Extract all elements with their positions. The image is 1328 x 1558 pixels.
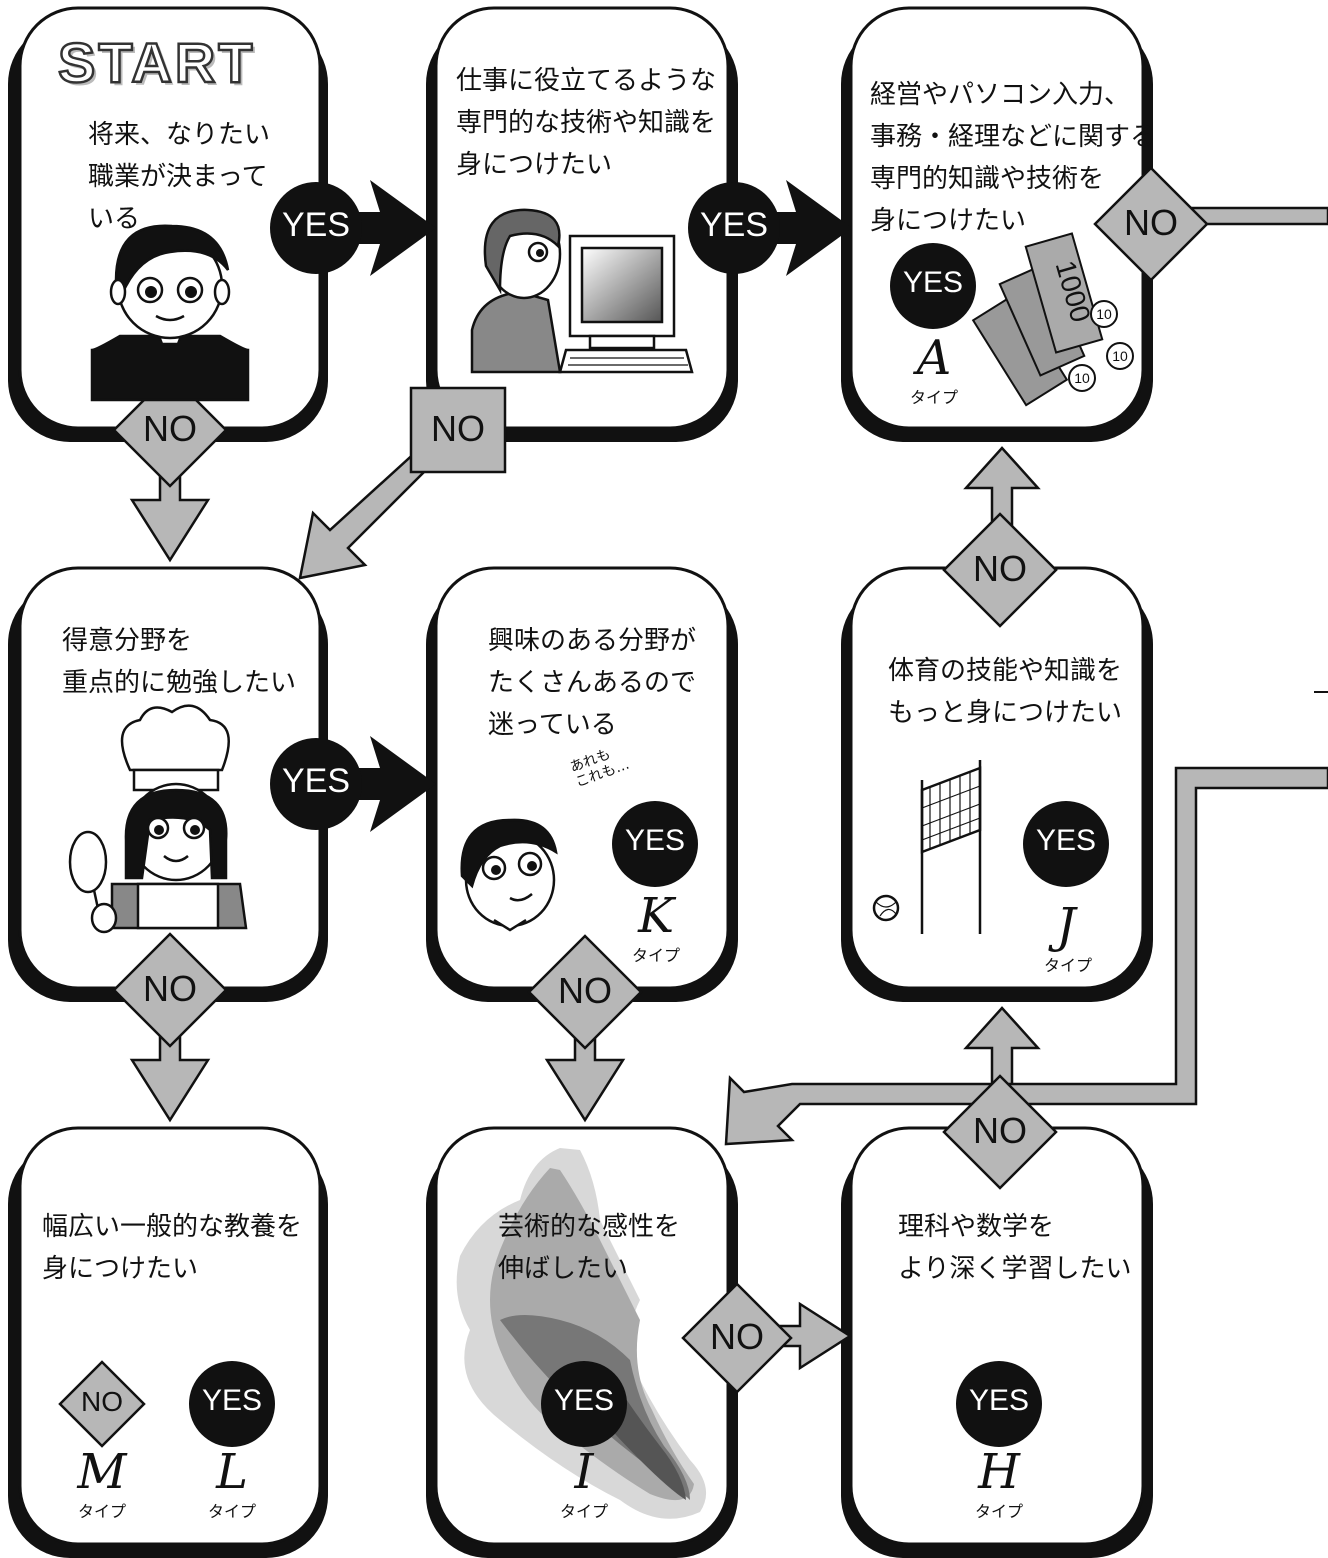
result-letter-I: I [574, 1444, 594, 1500]
no-diamond-q9 [942, 1074, 1058, 1190]
yes-circle-A [890, 243, 976, 329]
yes-label: YES [624, 824, 686, 857]
no-label: NO [1124, 202, 1178, 243]
question-q5: 興味のある分野が たくさんあるので 迷っている [488, 626, 697, 740]
yes-label: YES [281, 762, 351, 800]
type-label: タイプ [1043, 956, 1092, 975]
no-label: NO [973, 1110, 1027, 1151]
question-q6: 体育の技能や知識を もっと身につけたい [888, 656, 1123, 728]
no-diamond-q3 [1093, 166, 1209, 282]
question-q2: 仕事に役立てるような 専門的な技術や知識を 身につけたい [456, 66, 717, 180]
yes-label: YES [201, 1384, 263, 1417]
question-q4: 得意分野を 重点的に勉強したい [62, 626, 297, 698]
computer-user-illustration [470, 208, 694, 374]
yes-arrow-q2-q3 [766, 180, 852, 276]
result-letter-M: M [77, 1444, 127, 1500]
no-diamond-q5 [527, 934, 643, 1050]
yes-circle-I-front [541, 1361, 627, 1447]
no-square-q2 [409, 386, 507, 474]
type-label: タイプ [207, 1502, 256, 1521]
result-letter-K: K [638, 888, 674, 944]
no-diamond-q8 [681, 1282, 793, 1394]
boxes [18, 6, 1145, 1546]
no-label: NO [143, 968, 197, 1009]
yes-arrow-q4-q5 [350, 736, 436, 832]
yes-label: YES [968, 1384, 1030, 1417]
question-q7: 幅広い一般的な教養を 身につけたい [42, 1212, 303, 1284]
result-letter-L: L [216, 1444, 248, 1500]
money-illustration: 1000 10 10 10 [971, 232, 1134, 407]
type-label: タイプ [559, 1502, 608, 1521]
coin-value-text: 10 [1074, 370, 1090, 386]
yes-label: YES [902, 266, 964, 299]
yes-label: YES [1035, 824, 1097, 857]
coin-value-text: 10 [1096, 306, 1112, 322]
chef-girl-illustration [68, 704, 248, 934]
result-letter-J: J [1056, 898, 1076, 954]
question-q3: 経営やパソコン入力、 事務・経理などに関する 専門的知識や技術を 身につけたい [870, 80, 1157, 236]
no-label: NO [431, 408, 485, 449]
question-q9: 理科や数学を より深く学習したい [898, 1212, 1132, 1284]
no-label: NO [710, 1316, 764, 1357]
yes-arrows [350, 180, 852, 832]
no-label: NO [81, 1386, 123, 1417]
yes-label: YES [699, 206, 769, 244]
no-label: NO [973, 548, 1027, 589]
yes-circle-J [1023, 801, 1109, 887]
no-diamond-q1 [112, 372, 228, 488]
type-label: タイプ [974, 1502, 1023, 1521]
type-label: タイプ [631, 946, 680, 965]
question-q8: 芸術的な感性を 伸ばしたい [498, 1212, 681, 1284]
no-label: NO [143, 408, 197, 449]
boy-uniform-illustration [90, 224, 250, 402]
box-q6 [849, 566, 1145, 990]
type-label: タイプ [77, 1502, 126, 1521]
result-letter-A: A [916, 330, 952, 386]
confused-boy-illustration [460, 818, 558, 932]
type-label: タイプ [909, 388, 958, 407]
no-diamond-q4 [112, 932, 228, 1048]
no-diamond-q6 [942, 512, 1058, 628]
result-letter-H: H [978, 1444, 1020, 1500]
volleyball-net-illustration [872, 760, 982, 934]
yes-arrow-q1-q2 [350, 180, 436, 276]
yes-circle-q4 [270, 738, 362, 830]
no-diamonds [58, 166, 1209, 1448]
arrow-q3-no-right [1188, 206, 1328, 226]
yes-label: YES [281, 206, 351, 244]
yes-label: YES [553, 1384, 615, 1417]
box-q7 [18, 1126, 322, 1546]
arrow-q2-to-q4 [298, 448, 434, 580]
yes-circle-L [189, 1361, 275, 1447]
connector-arrows [129, 206, 1328, 1371]
question-q1: 将来、なりたい 職業が決まって いる [88, 120, 271, 234]
yes-circle-H [956, 1361, 1042, 1447]
yes-circle-q2 [688, 182, 780, 274]
no-label: NO [558, 970, 612, 1011]
arrow-right-to-q8 [724, 766, 1328, 1146]
start-label: START [57, 30, 256, 96]
yes-circle-q1 [270, 182, 362, 274]
yes-circle-K [612, 801, 698, 887]
no-diamond-M [58, 1360, 146, 1448]
coin-value-text: 10 [1112, 348, 1128, 364]
